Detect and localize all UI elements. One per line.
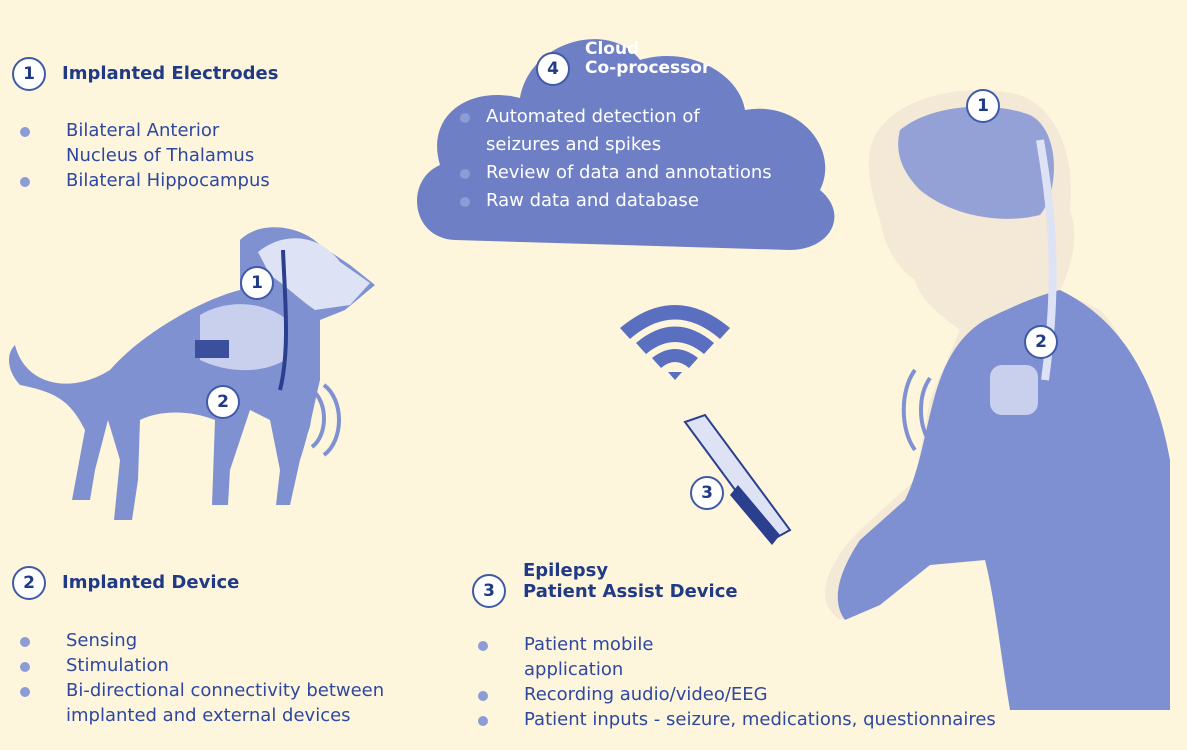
section1-title: Implanted Electrodes [62, 63, 279, 84]
section3-bullet: Recording audio/video/EEG [478, 682, 1118, 707]
cloud-bullet: Raw data and database [458, 187, 838, 215]
section2-number-badge: 2 [12, 566, 46, 600]
section3-title: Epilepsy Patient Assist Device [523, 560, 738, 602]
cloud-title-line2: Co-processor [585, 58, 711, 78]
section1-bullet: Bilateral Hippocampus [20, 168, 280, 193]
section2-bullet: Bi-directional connectivity between impl… [20, 678, 440, 728]
cloud-shape [417, 39, 835, 250]
tablet-marker: 3 [690, 476, 724, 510]
section1-number-badge: 1 [12, 57, 46, 91]
cloud-number-badge: 4 [536, 52, 570, 86]
section3-number-badge: 3 [472, 574, 506, 608]
dog-electrodes-marker: 1 [240, 266, 274, 300]
dog-illustration [8, 227, 376, 520]
section3-bullet-list: Patient mobile application Recording aud… [478, 632, 1118, 732]
section3-title-line2: Patient Assist Device [523, 581, 738, 602]
section2-bullet: Stimulation [20, 653, 440, 678]
section2-bullet-list: Sensing Stimulation Bi-directional conne… [20, 628, 440, 728]
section1-bullet-list: Bilateral Anterior Nucleus of Thalamus B… [20, 118, 280, 193]
dog-device-marker: 2 [206, 385, 240, 419]
section2-bullet: Sensing [20, 628, 440, 653]
cloud-bullet-list: Automated detection of seizures and spik… [458, 103, 838, 215]
section2-title: Implanted Device [62, 572, 240, 593]
cloud-title-line1: Cloud [585, 39, 640, 59]
section1-bullet: Bilateral Anterior Nucleus of Thalamus [20, 118, 280, 168]
cloud-title: Cloud Co-processor [585, 40, 710, 78]
cloud-bullet: Automated detection of seizures and spik… [458, 103, 736, 159]
wifi-icon [620, 305, 730, 380]
cloud-bullet: Review of data and annotations [458, 159, 838, 187]
person-electrodes-marker: 1 [966, 89, 1000, 123]
section3-bullet: Patient mobile application [478, 632, 704, 682]
person-device-marker: 2 [1024, 325, 1058, 359]
section3-title-line1: Epilepsy [523, 560, 609, 581]
section3-bullet: Patient inputs - seizure, medications, q… [478, 707, 1118, 732]
